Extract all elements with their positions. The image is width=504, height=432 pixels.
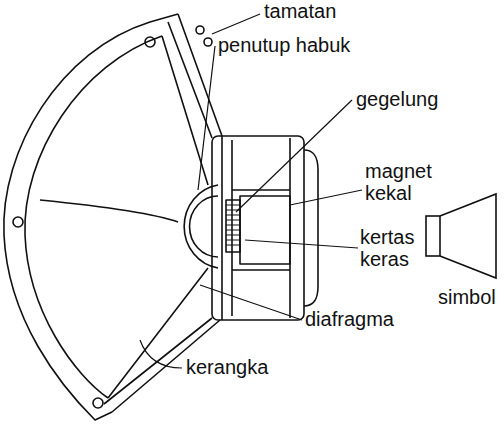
part-label: kertas keras: [360, 226, 440, 270]
leader-line: [212, 14, 260, 34]
mounting-hole: [13, 217, 23, 227]
terminal: [196, 26, 204, 34]
part-label: simbol: [438, 286, 496, 308]
coil-windings: [226, 205, 240, 245]
frame-outer-rim: [4, 14, 178, 420]
speaker-symbol-body: [426, 216, 440, 256]
leader-line: [290, 190, 362, 205]
terminal: [204, 38, 212, 46]
rear-cap: [304, 150, 318, 306]
part-label: tamatan: [264, 0, 336, 22]
speaker-symbol-cone: [440, 194, 496, 278]
part-label: magnet kekal: [365, 160, 445, 204]
dust-cap: [184, 185, 218, 268]
magnet-plates: [222, 136, 290, 320]
leader-line: [198, 46, 215, 190]
leader-line: [200, 285, 302, 320]
permanent-magnet: [240, 196, 290, 264]
leader-line: [140, 340, 182, 368]
mounting-hole: [145, 37, 155, 47]
magnet-housing: [212, 136, 304, 320]
voice-coil: [226, 200, 240, 252]
diaphragm-surface: [40, 36, 208, 398]
leader-line: [245, 240, 358, 248]
dust-cap-inner: [190, 196, 218, 257]
part-label: diafragma: [305, 308, 394, 330]
part-label: penutup habuk: [218, 34, 350, 56]
mounting-hole: [93, 398, 103, 408]
part-label: gegelung: [356, 88, 438, 110]
frame-side: [104, 14, 222, 412]
part-label: kerangka: [186, 356, 268, 378]
